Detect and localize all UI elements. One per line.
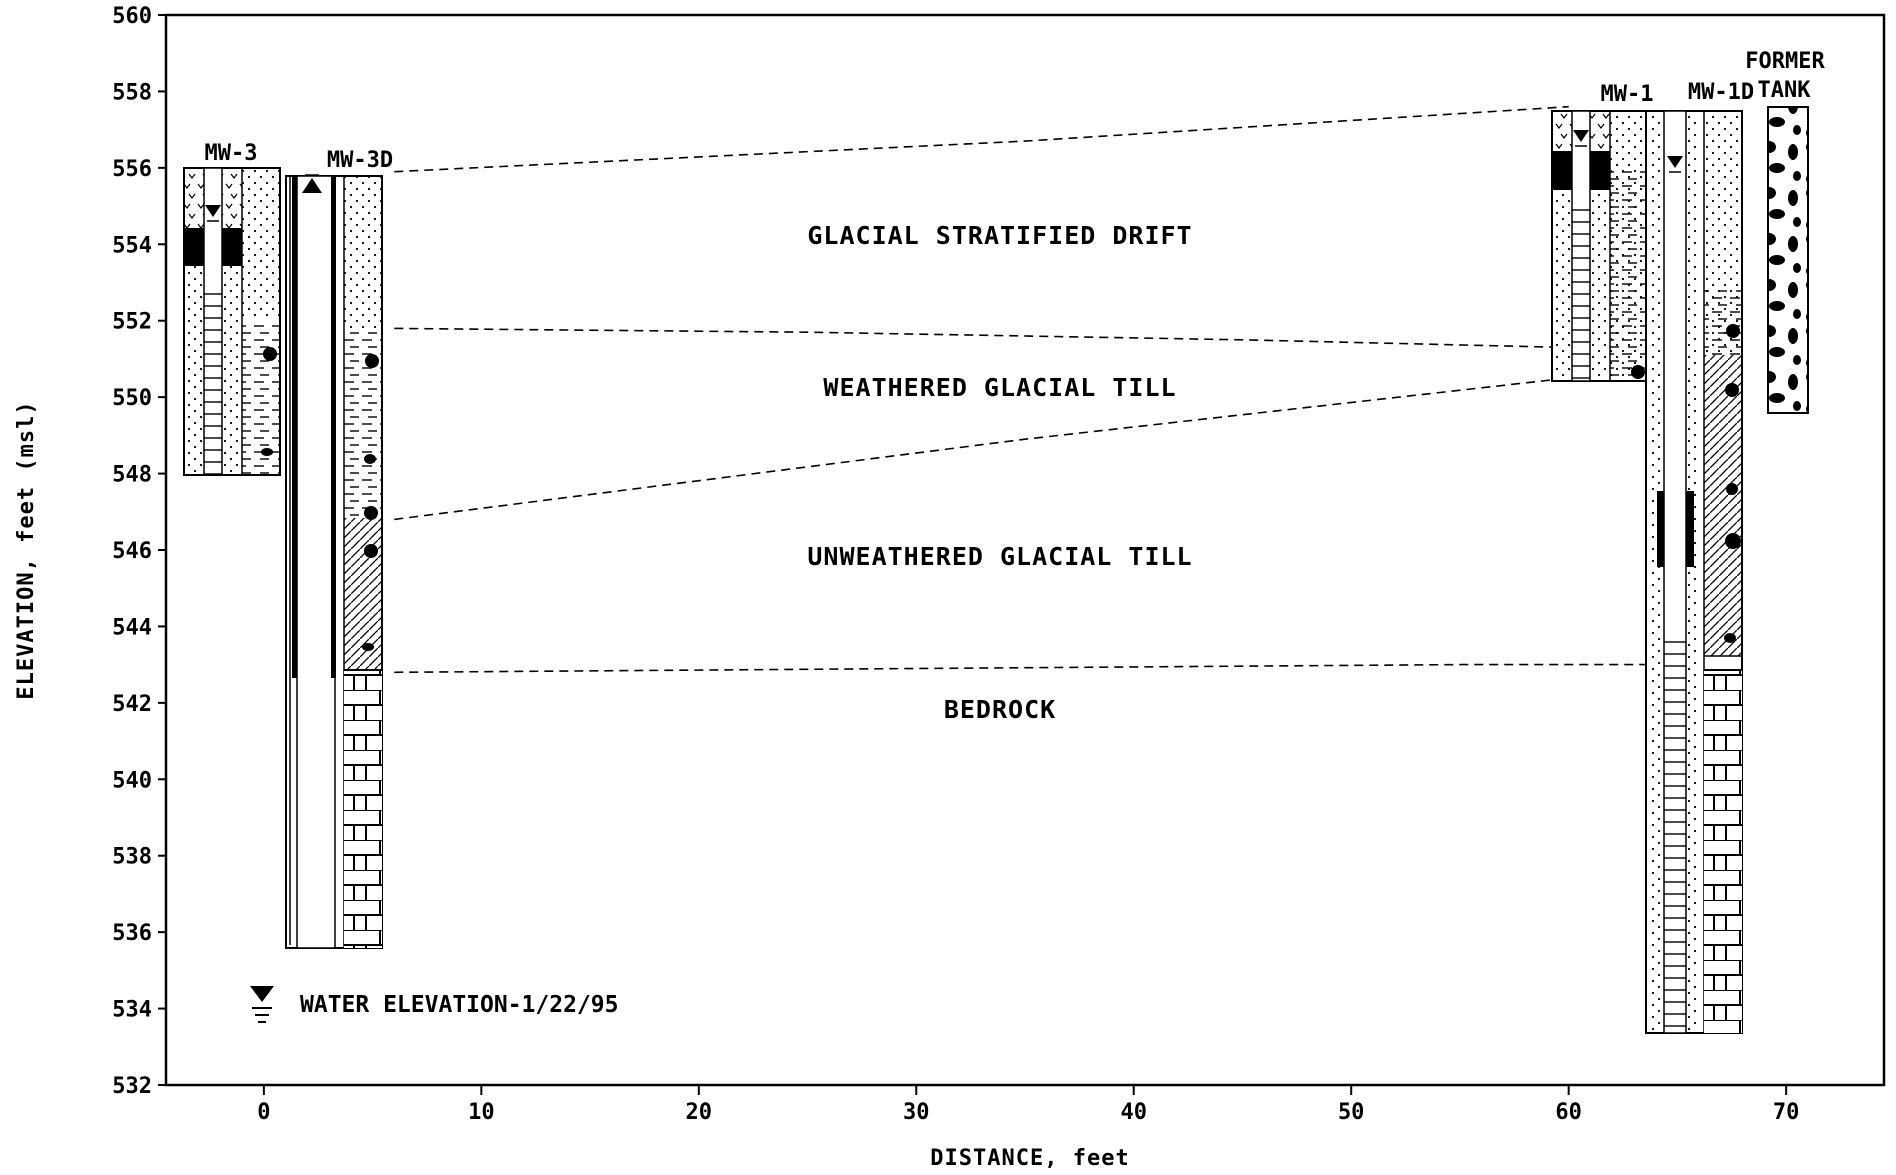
y-tick-label: 536 <box>112 921 152 946</box>
y-tick-label: 554 <box>112 233 152 258</box>
well-mw-1d <box>1645 110 1743 1034</box>
y-tick-label: 538 <box>112 845 152 870</box>
well-label-mw-3d: MW-3D <box>327 148 393 173</box>
y-tick-label: 556 <box>112 157 152 182</box>
well-mw-3 <box>183 167 281 476</box>
well-label-mw-1: MW-1 <box>1601 82 1654 107</box>
contact-line <box>394 327 1569 349</box>
tank-label-line-1: FORMER <box>1745 49 1825 74</box>
x-axis-title: DISTANCE, feet <box>930 1146 1129 1171</box>
y-axis-title: ELEVATION, feet (msl) <box>14 400 39 699</box>
former-tank <box>1767 106 1809 414</box>
x-tick-label: 20 <box>686 1100 713 1125</box>
x-tick-label: 30 <box>903 1100 930 1125</box>
water-level-marker-mw-3 <box>205 205 221 217</box>
water-level-marker-mw-3d <box>302 178 322 193</box>
x-tick-label: 50 <box>1338 1100 1365 1125</box>
tank-label-line-2: TANK <box>1758 78 1812 103</box>
y-tick-label: 534 <box>112 998 152 1023</box>
y-tick-label: 532 <box>112 1074 152 1099</box>
y-tick-label: 548 <box>112 463 152 488</box>
contact-line <box>394 105 1569 173</box>
y-tick-label: 558 <box>112 80 152 105</box>
well-label-mw-1d: MW-1D <box>1688 80 1754 105</box>
unit-label-weathered-glacial-till: WEATHERED GLACIAL TILL <box>823 373 1176 402</box>
well-mw-3d <box>285 174 383 949</box>
water-level-marker-mw-1d <box>1667 156 1683 168</box>
x-tick-label: 40 <box>1120 1100 1147 1125</box>
x-axis-ticks: 0 10 20 30 40 50 60 70 <box>257 1085 1799 1125</box>
water-level-marker-mw-1 <box>1573 130 1589 142</box>
y-tick-label: 550 <box>112 386 152 411</box>
unit-label-bedrock: BEDROCK <box>944 695 1056 724</box>
legend-label: WATER ELEVATION-1/22/95 <box>300 992 619 1018</box>
y-tick-label: 546 <box>112 539 152 564</box>
water-level-legend-icon <box>250 986 274 1002</box>
x-tick-label: 70 <box>1773 1100 1800 1125</box>
x-tick-label: 60 <box>1555 1100 1582 1125</box>
unit-label-unweathered-glacial-till: UNWEATHERED GLACIAL TILL <box>807 542 1192 571</box>
y-tick-label: 542 <box>112 692 152 717</box>
x-tick-label: 10 <box>468 1100 495 1125</box>
y-tick-label: 552 <box>112 310 152 335</box>
well-mw-1 <box>1551 110 1649 382</box>
contact-line <box>394 663 1645 674</box>
y-tick-label: 540 <box>112 768 152 793</box>
y-tick-label: 560 <box>112 4 152 29</box>
unit-label-glacial-stratified-drift: GLACIAL STRATIFIED DRIFT <box>807 221 1192 250</box>
y-axis-ticks: 560 558 556 554 552 550 548 546 544 542 540 538 536 5… <box>112 4 166 1099</box>
x-tick-label: 0 <box>257 1100 270 1125</box>
well-label-mw-3: MW-3 <box>205 141 258 166</box>
y-tick-label: 544 <box>112 615 152 640</box>
legend: WATER ELEVATION-1/22/95 <box>250 986 619 1023</box>
